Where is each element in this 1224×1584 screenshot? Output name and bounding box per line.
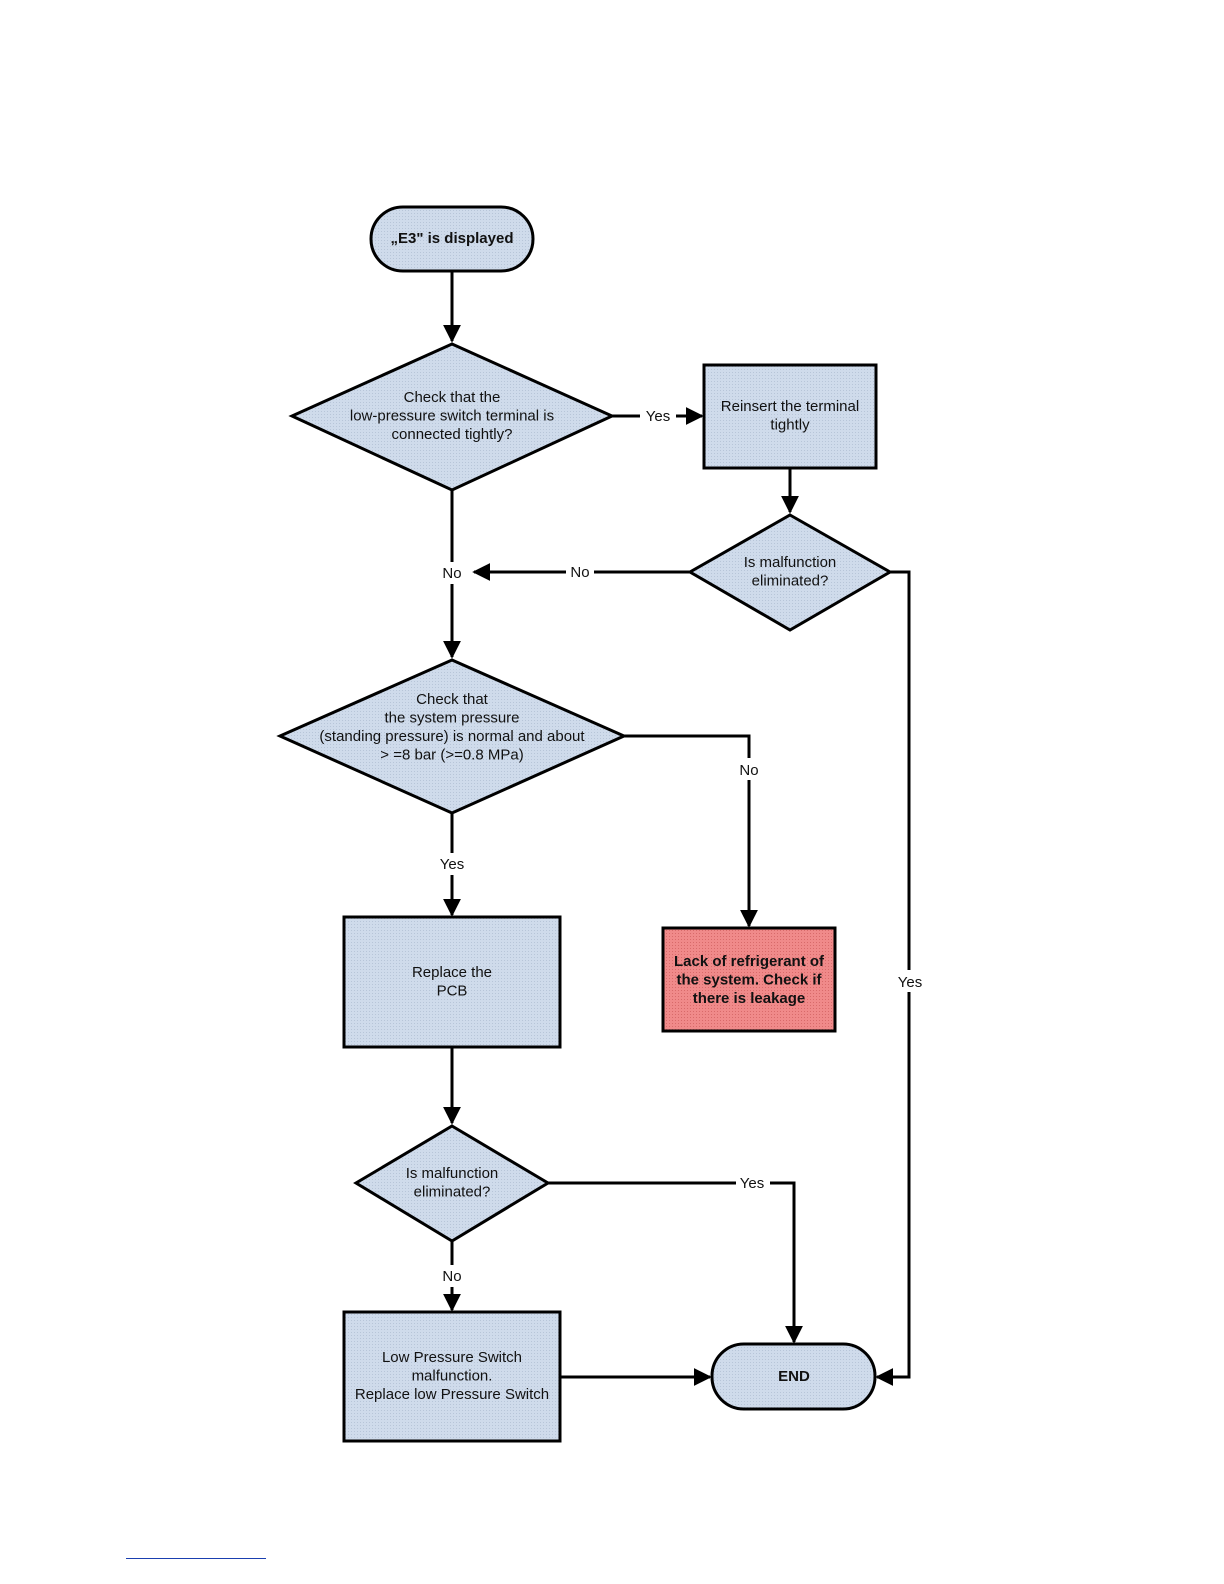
text-line: eliminated?	[752, 573, 829, 590]
node-eliminated-1-text: Is malfunction eliminated?	[744, 554, 837, 590]
node-reinsert-terminal-text: Reinsert the terminal tightly	[721, 398, 859, 434]
node-terminal-check-text: Check that the low-pressure switch termin…	[350, 389, 554, 443]
text-line: malfunction.	[412, 1368, 493, 1385]
label-no-pressure: No	[739, 762, 758, 779]
edge-pressure-no-to-lack	[624, 734, 758, 928]
footer-rule	[126, 1558, 266, 1559]
edge-labels: Yes No No Yes No Yes Yes No	[434, 406, 927, 1287]
node-end-text: END	[778, 1368, 810, 1385]
label-no-merge: No	[442, 565, 461, 582]
label-no-eliminated-1: No	[570, 564, 589, 581]
text-line: Lack of refrigerant of	[674, 953, 825, 970]
text-line: (standing pressure) is normal and about	[319, 728, 585, 745]
text-line: the system. Check if	[676, 972, 822, 989]
text-line: END	[778, 1368, 810, 1385]
text-line: Check that	[416, 691, 489, 708]
node-lack-refrigerant: Lack of refrigerant of the system. Check …	[661, 926, 837, 1033]
node-start-text: „E3" is displayed	[391, 230, 514, 247]
label-no-eliminated-2: No	[442, 1268, 461, 1285]
label-yes-terminal: Yes	[646, 408, 670, 425]
text-line: Is malfunction	[744, 554, 837, 571]
node-eliminated-2: Is malfunction eliminated?	[353, 1124, 551, 1243]
node-pressure-check: Check that the system pressure(standing p…	[276, 658, 628, 815]
node-replace-switch: Low Pressure Switch malfunction.Replace l…	[342, 1310, 562, 1443]
text-line: „E3" is displayed	[391, 230, 514, 247]
label-yes-pressure: Yes	[440, 856, 464, 873]
text-line: low-pressure switch terminal is	[350, 408, 554, 425]
node-eliminated-2-text: Is malfunction eliminated?	[406, 1165, 499, 1201]
text-line: eliminated?	[414, 1184, 491, 1201]
text-line: the system pressure	[384, 710, 519, 727]
text-line: there is leakage	[693, 990, 806, 1007]
node-reinsert-terminal: Reinsert the terminal tightly	[702, 363, 878, 470]
text-line: Low Pressure Switch	[382, 1349, 522, 1366]
text-line: Replace low Pressure Switch	[355, 1386, 549, 1403]
text-line: Reinsert the terminal	[721, 398, 859, 415]
text-line: connected tightly?	[392, 426, 513, 443]
node-replace-switch-text: Low Pressure Switch malfunction.Replace l…	[355, 1349, 549, 1403]
label-yes-eliminated-1: Yes	[898, 974, 922, 991]
text-line: tightly	[770, 417, 810, 434]
text-line: > =8 bar (>=0.8 MPa)	[380, 747, 523, 764]
label-yes-eliminated-2: Yes	[740, 1175, 764, 1192]
node-terminal-check: Check that the low-pressure switch termin…	[288, 342, 616, 492]
node-eliminated-1: Is malfunction eliminated?	[686, 513, 894, 632]
text-line: Is malfunction	[406, 1165, 499, 1182]
node-start: „E3" is displayed	[369, 205, 535, 273]
node-lack-refrigerant-text: Lack of refrigerant of the system. Check …	[674, 953, 825, 1007]
text-line: Check that the	[404, 389, 501, 406]
node-end: END	[710, 1342, 877, 1411]
node-pressure-check-text: Check that the system pressure(standing p…	[319, 691, 585, 764]
text-line: Replace the	[412, 964, 492, 981]
text-line: PCB	[437, 983, 468, 1000]
edge-eliminated-2-yes-to-end	[548, 1181, 803, 1344]
